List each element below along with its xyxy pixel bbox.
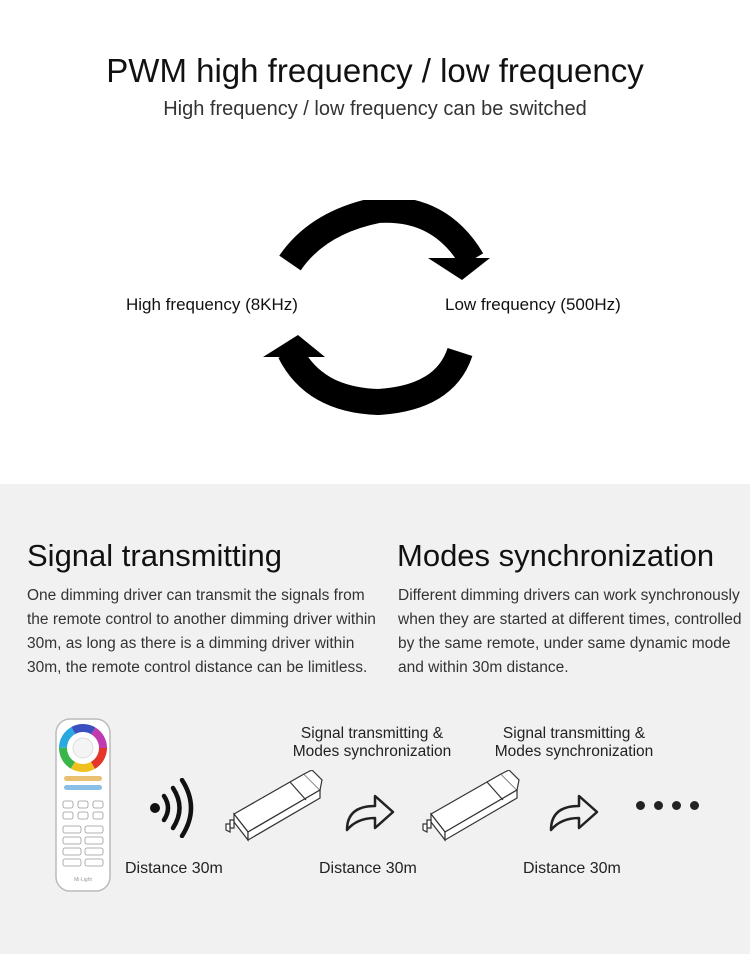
- page-title: PWM high frequency / low frequency: [106, 52, 644, 89]
- distance-label-1: Distance 30m: [125, 860, 223, 877]
- diagram-caption-2: Signal transmitting & Modes synchronizat…: [484, 725, 664, 761]
- caption-1-line-1: Signal transmitting &: [300, 725, 444, 742]
- ellipsis-icon: [636, 801, 699, 810]
- caption-2-line-1: Signal transmitting &: [502, 725, 646, 742]
- caption-2-line-2: Modes synchronization: [494, 743, 654, 760]
- page-subtitle: High frequency / low frequency can be sw…: [163, 98, 587, 120]
- share-arrow-icon: [345, 794, 395, 832]
- low-frequency-label: Low frequency (500Hz): [445, 295, 621, 314]
- remote-brand-label: Mi·Light: [74, 877, 92, 883]
- wireless-signal-icon: [150, 778, 194, 838]
- driver-icon: [422, 770, 520, 842]
- share-arrow-icon: [549, 794, 599, 832]
- caption-1-line-2: Modes synchronization: [292, 743, 452, 760]
- modes-sync-text: Different dimming drivers can work synch…: [398, 587, 742, 676]
- modes-sync-title: Modes synchronization: [397, 538, 715, 573]
- signal-transmitting-text: One dimming driver can transmit the sign…: [27, 587, 376, 676]
- distance-label-3: Distance 30m: [523, 860, 621, 877]
- distance-label-2: Distance 30m: [319, 860, 417, 877]
- features-section: Signal transmitting One dimming driver c…: [0, 484, 750, 954]
- high-frequency-label: High frequency (8KHz): [126, 295, 298, 314]
- pwm-section: PWM high frequency / low frequency High …: [106, 52, 644, 415]
- signal-transmitting-title: Signal transmitting: [27, 538, 283, 573]
- driver-icon: [225, 770, 323, 842]
- diagram-caption-1: Signal transmitting & Modes synchronizat…: [282, 725, 462, 761]
- cycle-arrow-icon: [263, 200, 490, 415]
- remote-control-icon: Mi·Light: [55, 718, 111, 892]
